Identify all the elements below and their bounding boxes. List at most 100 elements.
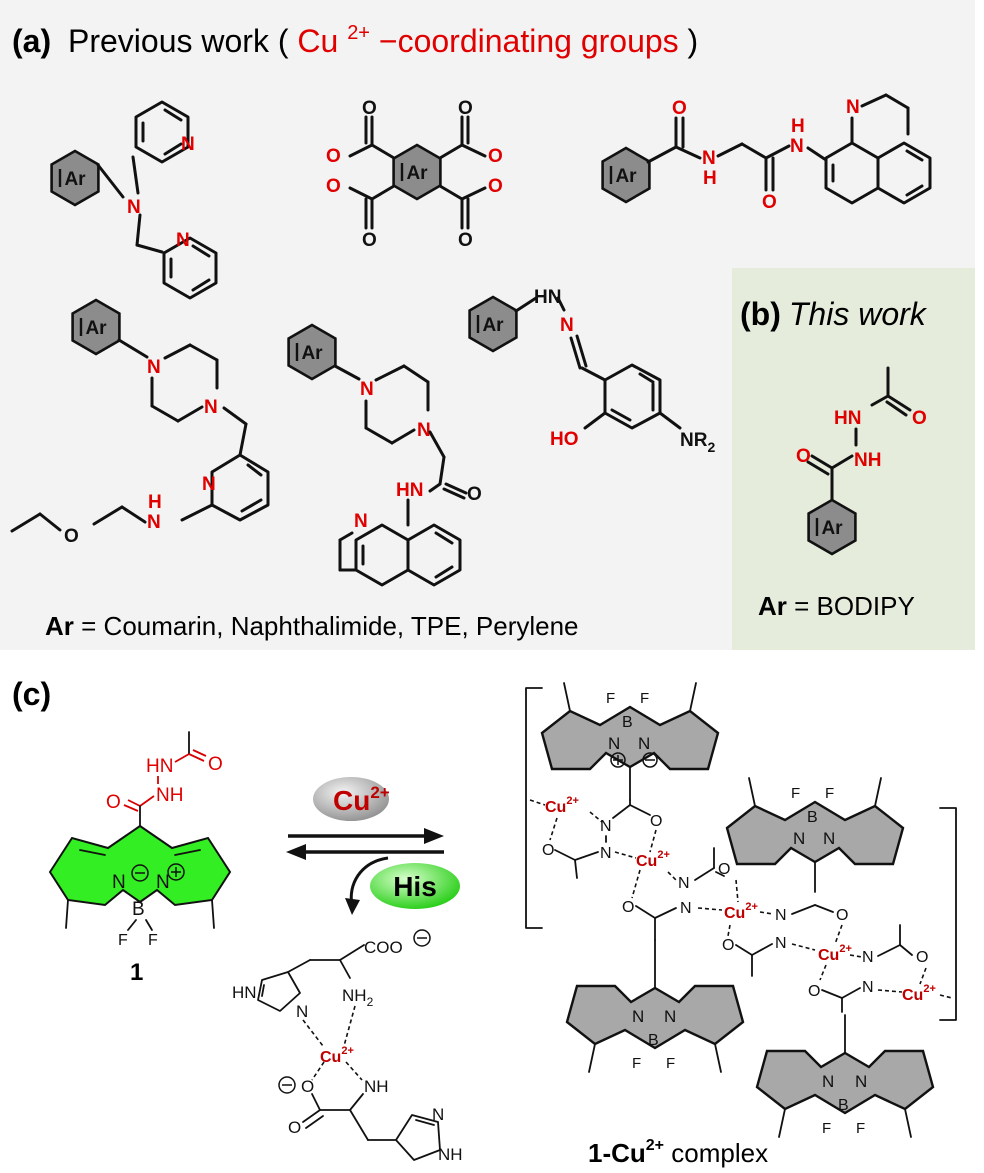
svg-text:N: N xyxy=(775,907,787,924)
atom-n-hydrazone: N xyxy=(560,315,574,336)
structure-compound-1: O HN NH O N N B F F xyxy=(48,731,232,949)
svg-text:N: N xyxy=(608,734,620,753)
ar-label-3: Ar xyxy=(615,166,637,187)
atom-h-amide-2: H xyxy=(791,116,805,137)
svg-text:F: F xyxy=(632,1055,641,1072)
svg-text:B: B xyxy=(622,714,633,731)
atom-n-c1b: N xyxy=(156,872,170,893)
svg-text:O: O xyxy=(301,1077,314,1096)
atom-f-c1b: F xyxy=(148,932,158,949)
atom-f-c1a: F xyxy=(118,932,128,949)
svg-text:F: F xyxy=(606,690,615,707)
svg-text:N: N xyxy=(632,1007,644,1026)
atom-n-piperazine-3: N xyxy=(360,379,374,400)
atom-hn-c1: HN xyxy=(146,756,173,777)
atom-o-3: O xyxy=(458,98,473,119)
svg-text:F: F xyxy=(640,690,649,707)
ar-label-1: Ar xyxy=(64,169,86,190)
svg-text:N: N xyxy=(793,829,805,848)
svg-text:O: O xyxy=(650,813,662,830)
svg-text:Cu2+: Cu2+ xyxy=(724,901,758,922)
ar-label-b: Ar xyxy=(821,518,843,539)
atom-o-acetyl: O xyxy=(912,408,927,429)
svg-text:N: N xyxy=(600,845,612,862)
svg-text:Cu2+: Cu2+ xyxy=(902,983,936,1004)
complex-label: 1-Cu2+ complex xyxy=(588,1137,768,1168)
svg-text:COO: COO xyxy=(364,938,403,957)
svg-text:O: O xyxy=(916,949,928,966)
atom-nh-c1: NH xyxy=(156,785,183,806)
atom-b-c1: B xyxy=(132,899,145,920)
atom-o-carbonyl: O xyxy=(796,446,811,467)
atom-hn-hydrazone: HN xyxy=(534,287,561,308)
atom-n-amide-1: N xyxy=(702,148,716,169)
panel-b-ar-legend: Ar = BODIPY xyxy=(758,591,915,621)
atom-o-c1b: O xyxy=(106,792,121,813)
atom-n-amide-2: N xyxy=(790,136,804,157)
svg-text:B: B xyxy=(648,1032,659,1049)
atom-o-1: O xyxy=(362,98,377,119)
panel-a-heading: (a) Previous work ( Cu 2+ −coordinating … xyxy=(12,10,698,59)
structure-acetyl-hydrazide: O HN NH O Ar xyxy=(796,366,927,556)
atom-o-minus-2: O xyxy=(326,176,341,197)
atom-o-acetamide: O xyxy=(467,484,482,505)
svg-text:O: O xyxy=(622,899,634,916)
compound-number: 1 xyxy=(130,959,143,986)
atom-o-4: O xyxy=(458,230,473,251)
equilibrium-arrows xyxy=(286,828,444,915)
svg-text:Cu2+: Cu2+ xyxy=(320,1045,354,1066)
atom-n-pyridine-3: N xyxy=(202,474,216,495)
panel-a-title: Previous work ( xyxy=(68,23,289,59)
atom-o-minus-4: O xyxy=(488,176,503,197)
atom-n-c1a: N xyxy=(112,872,126,893)
ar-label-6: Ar xyxy=(482,315,504,336)
atom-ho-phenol: HO xyxy=(550,429,579,450)
svg-text:N: N xyxy=(432,1105,444,1124)
svg-text:N: N xyxy=(823,829,835,848)
svg-text:N: N xyxy=(775,935,787,952)
svg-text:(a) Previous work (: (a) Previous work ( Cu 2+ −coordinating … xyxy=(12,10,698,59)
panel-a-title-cu: Cu xyxy=(297,23,338,59)
svg-text:N: N xyxy=(296,1002,308,1021)
svg-text:His: His xyxy=(393,871,437,902)
structure-dipicolylamine: Ar N N N xyxy=(50,100,218,300)
svg-text:B: B xyxy=(838,1097,849,1114)
svg-text:N: N xyxy=(862,949,874,966)
svg-text:N: N xyxy=(664,1007,676,1026)
atom-nh-hydrazide: NH xyxy=(854,450,881,471)
svg-text:NH: NH xyxy=(438,1145,463,1164)
atom-n-pyridine-2: N xyxy=(176,230,190,251)
svg-text:O: O xyxy=(722,937,734,954)
atom-n-quinoline-1: N xyxy=(846,97,860,118)
panel-a-ar-legend: Ar = Coumarin, Naphthalimide, TPE, Peryl… xyxy=(45,611,579,641)
svg-text:N: N xyxy=(855,1072,867,1091)
ar-label-2: Ar xyxy=(406,163,428,184)
svg-text:N: N xyxy=(680,900,692,917)
structure-aminoquinoline: Ar O N H O N H N xyxy=(601,93,932,213)
atom-o-amide-2: O xyxy=(762,192,777,213)
structure-piperazine-pyridine: Ar N N N N H O xyxy=(10,298,270,547)
svg-text:N: N xyxy=(600,818,612,835)
atom-o-minus-1: O xyxy=(326,146,341,167)
atom-n-piperazine-1: N xyxy=(147,357,161,378)
svg-text:NH2: NH2 xyxy=(342,986,374,1009)
svg-text:Cu2+: Cu2+ xyxy=(333,783,390,816)
structure-hydrazone-phenol: Ar HN N HO NR2 xyxy=(468,287,715,455)
atom-o-2: O xyxy=(362,230,377,251)
atom-h-secondary: H xyxy=(148,492,162,513)
svg-text:O: O xyxy=(288,1118,301,1137)
panel-c-label: (c) xyxy=(12,676,51,712)
svg-text:N: N xyxy=(822,1072,834,1091)
atom-n-secondary: N xyxy=(147,512,161,533)
atom-o-ether: O xyxy=(64,526,79,547)
panel-a-title-close: ) xyxy=(688,23,699,59)
atom-n-quinoline-2: N xyxy=(354,511,368,532)
svg-text:F: F xyxy=(822,1120,831,1137)
ar-label-4: Ar xyxy=(85,318,107,339)
svg-text:N: N xyxy=(638,734,650,753)
cu-bubble: Cu2+ xyxy=(313,777,390,821)
svg-text:Cu2+: Cu2+ xyxy=(545,795,579,816)
structure-cu-histidine: HN N COO NH2 Cu2+ O NH O xyxy=(232,929,463,1164)
svg-text:Cu2+: Cu2+ xyxy=(636,849,670,870)
